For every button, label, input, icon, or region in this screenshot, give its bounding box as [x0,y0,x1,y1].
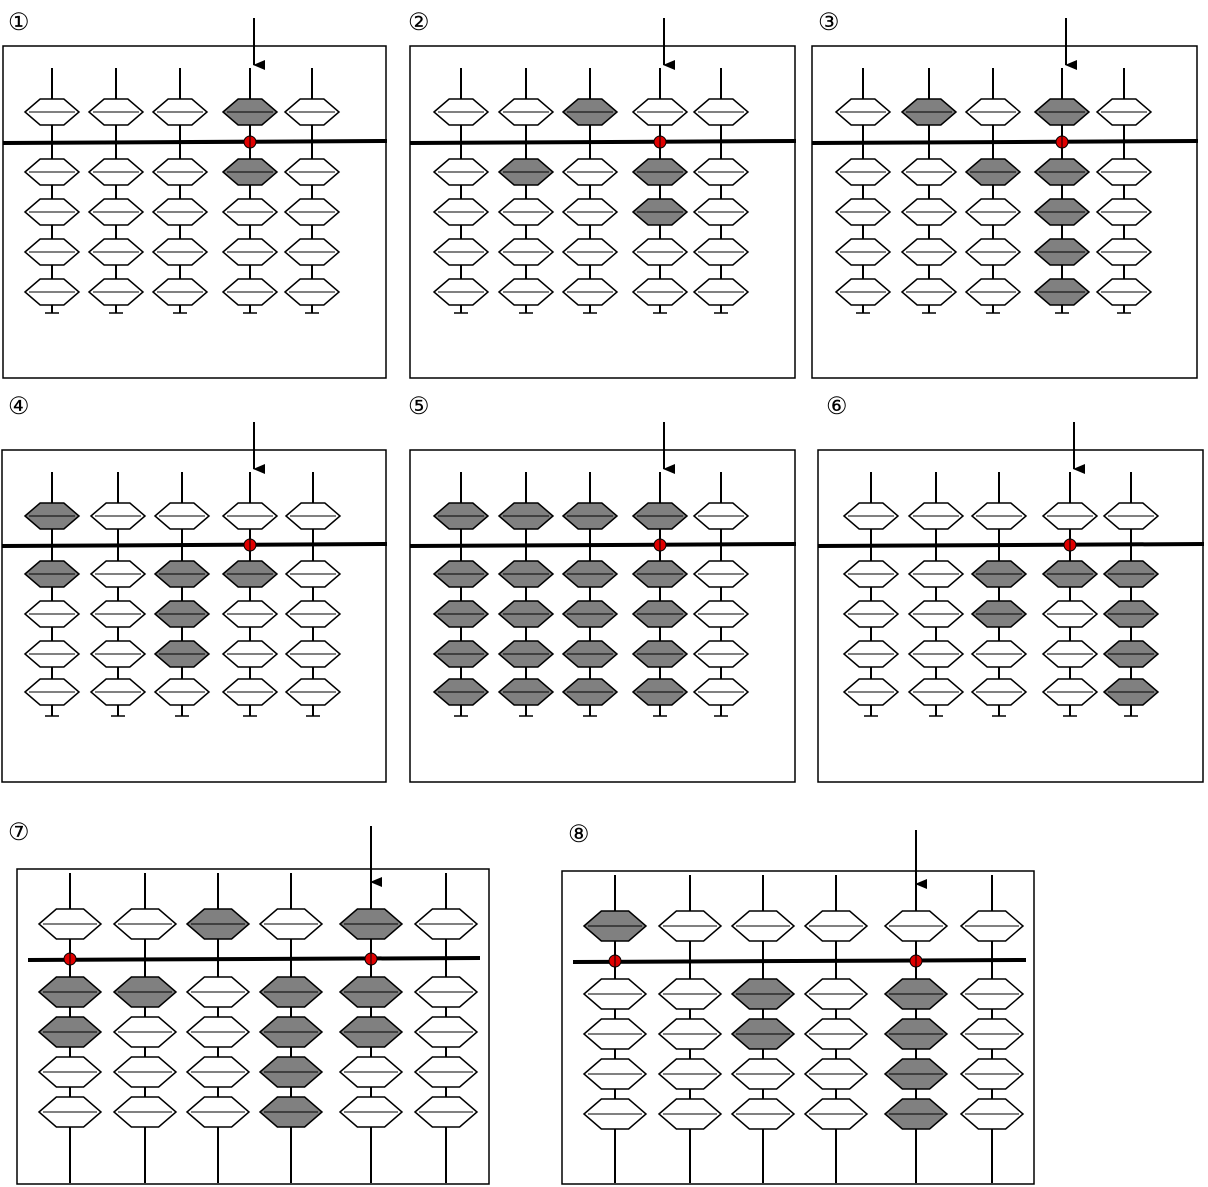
abacus-panel: ① [3,8,387,378]
panel-label: ⑦ [8,818,30,846]
abacus-panel: ⑤ [408,392,796,782]
reckoning-bar [812,141,1198,143]
abacus-panel: ⑦ [8,818,489,1184]
panel-label: ⑤ [408,392,430,420]
panel-label: ⑧ [568,820,590,848]
abacus-panel: ③ [812,8,1198,378]
abacus-panel: ⑥ [818,392,1204,782]
panel-label: ⑥ [826,392,848,420]
abacus-panel: ② [408,8,796,378]
reckoning-bar [2,544,387,546]
abacus-panel: ⑧ [562,820,1034,1184]
panel-label: ① [8,8,30,36]
panel-label: ② [408,8,430,36]
reckoning-bar [573,960,1026,962]
panel-label: ④ [8,392,30,420]
reckoning-bar [410,544,796,546]
abacus-panel: ④ [2,392,387,782]
reckoning-bar [3,141,387,143]
reckoning-bar [28,958,480,960]
panel-label: ③ [818,8,840,36]
reckoning-bar [818,544,1204,546]
reckoning-bar [410,141,796,143]
